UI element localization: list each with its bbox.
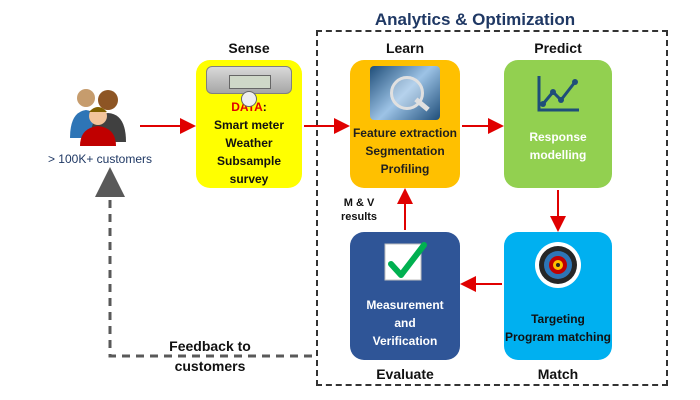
- match-label: Match: [537, 366, 579, 382]
- learn-line: Profiling: [380, 162, 430, 176]
- diagram-title: Analytics & Optimization: [374, 10, 576, 29]
- customers-label: > 100K+ customers: [47, 152, 153, 166]
- learn-line: Feature extraction: [352, 126, 458, 140]
- learn-line: Segmentation: [365, 144, 445, 158]
- line-chart-icon: [537, 76, 579, 112]
- checkmark-icon: [384, 242, 427, 281]
- evaluate-label: Evaluate: [376, 366, 434, 382]
- people-group-icon: [70, 89, 126, 146]
- evaluate-box: Measurement and Verification: [350, 232, 460, 360]
- mv-results-label: M & V results: [334, 196, 384, 224]
- predict-label: Predict: [534, 40, 582, 56]
- learn-label: Learn: [385, 40, 425, 56]
- match-box: Targeting Program matching: [504, 232, 612, 360]
- smart-meter-icon: [206, 66, 292, 107]
- evaluate-line: Verification: [372, 334, 438, 348]
- match-line: Targeting: [531, 312, 585, 326]
- analytics-optimization-boundary: [316, 30, 668, 386]
- sense-box: DATA: Smart meter Weather Subsample surv…: [196, 60, 302, 188]
- magnifier-icon: [370, 66, 440, 120]
- predict-line: modelling: [529, 148, 587, 162]
- data-colon: :: [262, 100, 267, 114]
- learn-box: Feature extraction Segmentation Profilin…: [350, 60, 460, 188]
- arrow-feedback-to-customers: [95, 167, 312, 358]
- sense-line: Weather: [225, 136, 273, 150]
- sense-line: Subsample survey: [216, 154, 282, 186]
- evaluate-line: Measurement: [366, 298, 444, 312]
- feedback-line: customers: [174, 358, 246, 374]
- feedback-line: Feedback to: [169, 338, 251, 354]
- target-icon: [535, 242, 581, 288]
- mv-results-line: M & V: [343, 197, 375, 209]
- mv-results-line: results: [340, 211, 378, 223]
- predict-box: Response modelling: [504, 60, 612, 188]
- feedback-label: Feedback to customers: [150, 336, 270, 376]
- evaluate-line: and: [394, 316, 416, 330]
- predict-line: Response: [529, 130, 587, 144]
- sense-label: Sense: [228, 40, 270, 56]
- sense-line: Smart meter: [213, 118, 285, 132]
- match-line: Program matching: [504, 330, 612, 344]
